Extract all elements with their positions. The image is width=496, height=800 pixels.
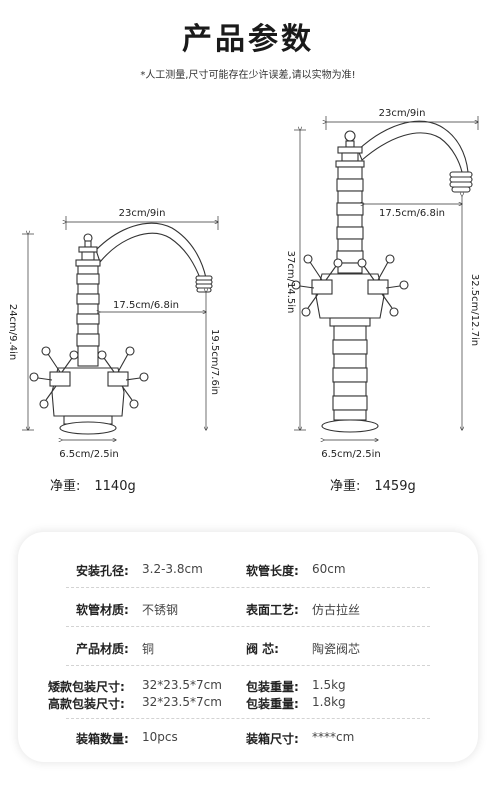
- short-faucet-drawing: [29, 222, 213, 435]
- tall-reach-dim: 17.5cm/6.8in: [379, 208, 445, 219]
- weight-label: 净重:: [330, 479, 361, 494]
- tall-faucet-weight: 净重: 1459g: [330, 475, 416, 494]
- short-base-dim: 6.5cm/2.5in: [59, 449, 119, 460]
- spec-label: 高款包装尺寸:: [48, 697, 125, 711]
- spec-table: 安装孔径: 3.2-3.8cm 软管长度: 60cm 软管材质: 不锈钢 表面工…: [18, 532, 478, 762]
- spec-label: 装箱尺寸:: [246, 732, 299, 746]
- spec-label: 包装重量:: [246, 697, 299, 711]
- measurement-note: *人工测量,尺寸可能存在少许误差,请以实物为准!: [140, 70, 356, 81]
- spec-value: 1.8kg: [312, 695, 346, 709]
- short-spout-span-dim: 23cm/9in: [119, 208, 166, 219]
- spec-value: 陶瓷阀芯: [312, 642, 361, 656]
- short-faucet-weight: 净重: 1140g: [50, 475, 136, 494]
- tall-spout-span-dim: 23cm/9in: [379, 108, 426, 119]
- spec-value: 3.2-3.8cm: [142, 562, 203, 576]
- spec-value: 32*23.5*7cm: [142, 695, 222, 709]
- short-height-dim: 24cm/9.4in: [7, 304, 18, 360]
- weight-label: 净重:: [50, 479, 81, 494]
- short-spout-height-dim: 19.5cm/7.6in: [209, 329, 220, 395]
- spec-label: 安装孔径:: [76, 564, 129, 578]
- page-title: 产品参数: [182, 22, 314, 57]
- tall-base-dim: 6.5cm/2.5in: [321, 449, 381, 460]
- spec-value: 不锈钢: [142, 603, 179, 617]
- spec-value: 1.5kg: [312, 678, 346, 692]
- spec-value: 铜: [142, 642, 155, 656]
- spec-value: ****cm: [312, 730, 355, 744]
- tall-height-dim: 37cm/14.5in: [285, 251, 296, 314]
- row-divider: [66, 665, 430, 666]
- row-divider: [66, 626, 430, 627]
- spec-label: 阀 芯:: [246, 642, 279, 656]
- tall-spout-height-dim: 32.5cm/12.7in: [469, 274, 480, 346]
- spec-label: 包装重量:: [246, 680, 299, 694]
- spec-label: 产品材质:: [76, 642, 129, 656]
- faucet-dimension-diagram: 23cm/9in 17.5cm/6.8in 24cm/9.4in 19.5cm/…: [7, 108, 480, 460]
- spec-value: 10pcs: [142, 730, 178, 744]
- spec-label: 装箱数量:: [76, 732, 129, 746]
- short-reach-dim: 17.5cm/6.8in: [113, 300, 179, 311]
- spec-label: 表面工艺:: [246, 603, 299, 617]
- spec-label: 软管材质:: [76, 603, 129, 617]
- weight-value: 1140g: [94, 479, 136, 494]
- tall-faucet-drawing: [291, 120, 473, 433]
- row-divider: [66, 718, 430, 719]
- spec-value: 32*23.5*7cm: [142, 678, 222, 692]
- spec-value: 仿古拉丝: [312, 603, 361, 617]
- weight-value: 1459g: [374, 479, 416, 494]
- row-divider: [66, 587, 430, 588]
- spec-value: 60cm: [312, 562, 346, 576]
- spec-label: 矮款包装尺寸:: [48, 680, 125, 694]
- spec-label: 软管长度:: [246, 564, 299, 578]
